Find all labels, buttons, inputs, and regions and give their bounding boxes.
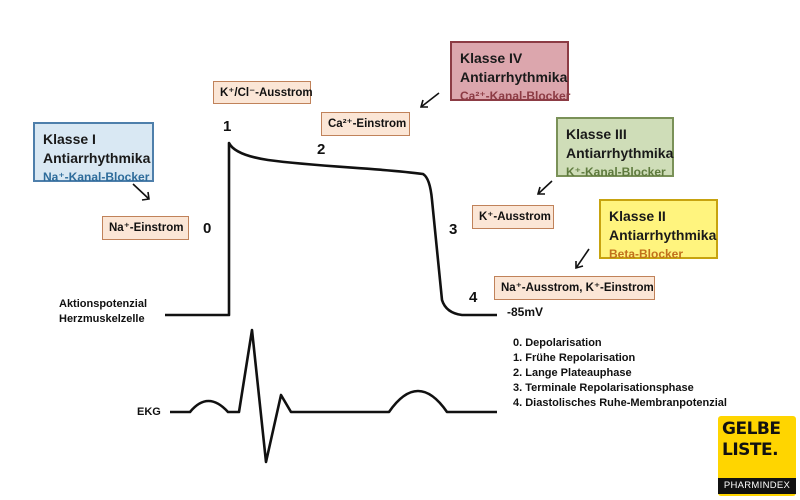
legend-item-4: 4. Diastolisches Ruhe-Membranpotenzial	[513, 397, 727, 409]
ion-na-influx: Na⁺-Einstrom	[102, 216, 189, 240]
action-potential-label-line2: Herzmuskelzelle	[59, 313, 145, 325]
arrow-class4	[419, 92, 440, 108]
action-potential-label: Aktionspotenzial Herzmuskelzelle	[59, 297, 147, 327]
legend-item-2: 2. Lange Plateauphase	[513, 367, 632, 379]
resting-potential-label: -85mV	[507, 305, 544, 319]
arrow-class2	[575, 248, 590, 270]
ion-k-cl-efflux: K⁺/Cl⁻-Ausstrom	[213, 81, 313, 104]
legend-item-1: 1. Frühe Repolarisation	[513, 352, 636, 364]
phase-legend: 0. Depolarisation 1. Frühe Repolarisatio…	[513, 336, 727, 411]
ion-ca-influx: Ca²⁺-Einstrom	[321, 112, 410, 136]
class-1-title: Klasse I	[43, 131, 96, 147]
ekg-label: EKG	[137, 406, 161, 418]
class-3-box: Klasse III Antiarrhythmika K⁺-Kanal-Bloc…	[556, 117, 674, 179]
ion-na-k-exchange: Na⁺-Ausstrom, K⁺-Einstrom	[494, 276, 655, 300]
class-1-subtitle: Antiarrhythmika	[43, 150, 151, 166]
class-4-subtitle: Antiarrhythmika	[460, 69, 568, 85]
class-3-description: K⁺-Kanal-Blocker	[566, 165, 666, 179]
ekg-curve	[170, 328, 497, 464]
logo-line1: GELBE	[722, 419, 781, 439]
action-potential-curve	[165, 141, 497, 317]
class-3-title: Klasse III	[566, 126, 627, 142]
phase-4-label: 4	[469, 289, 478, 306]
ion-k-efflux: K⁺-Ausstrom	[472, 205, 554, 229]
class-4-box: Klasse IV Antiarrhythmika Ca²⁺-Kanal-Blo…	[450, 41, 570, 103]
legend-item-3: 3. Terminale Repolarisationsphase	[513, 382, 694, 394]
class-4-title: Klasse IV	[460, 50, 523, 66]
gelbe-liste-logo: GELBE LISTE. PHARMINDEX	[718, 416, 796, 496]
class-1-description: Na⁺-Kanal-Blocker	[43, 170, 150, 184]
phase-0-label: 0	[203, 220, 212, 237]
arrow-class3	[536, 180, 553, 195]
phase-2-label: 2	[317, 141, 326, 158]
class-4-description: Ca²⁺-Kanal-Blocker	[460, 89, 571, 103]
class-2-description: Beta-Blocker	[609, 247, 684, 261]
class-2-subtitle: Antiarrhythmika	[609, 227, 717, 243]
legend-item-0: 0. Depolarisation	[513, 337, 602, 349]
class-2-box: Klasse II Antiarrhythmika Beta-Blocker	[599, 199, 718, 261]
phase-1-label: 1	[223, 118, 232, 135]
class-1-box: Klasse I Antiarrhythmika Na⁺-Kanal-Block…	[33, 122, 154, 184]
logo-line2: LISTE.	[722, 440, 779, 460]
logo-line3: PHARMINDEX	[718, 478, 796, 494]
class-2-title: Klasse II	[609, 208, 666, 224]
action-potential-label-line1: Aktionspotenzial	[59, 298, 148, 310]
class-3-subtitle: Antiarrhythmika	[566, 145, 674, 161]
arrow-class1	[132, 183, 150, 201]
phase-3-label: 3	[449, 221, 458, 238]
